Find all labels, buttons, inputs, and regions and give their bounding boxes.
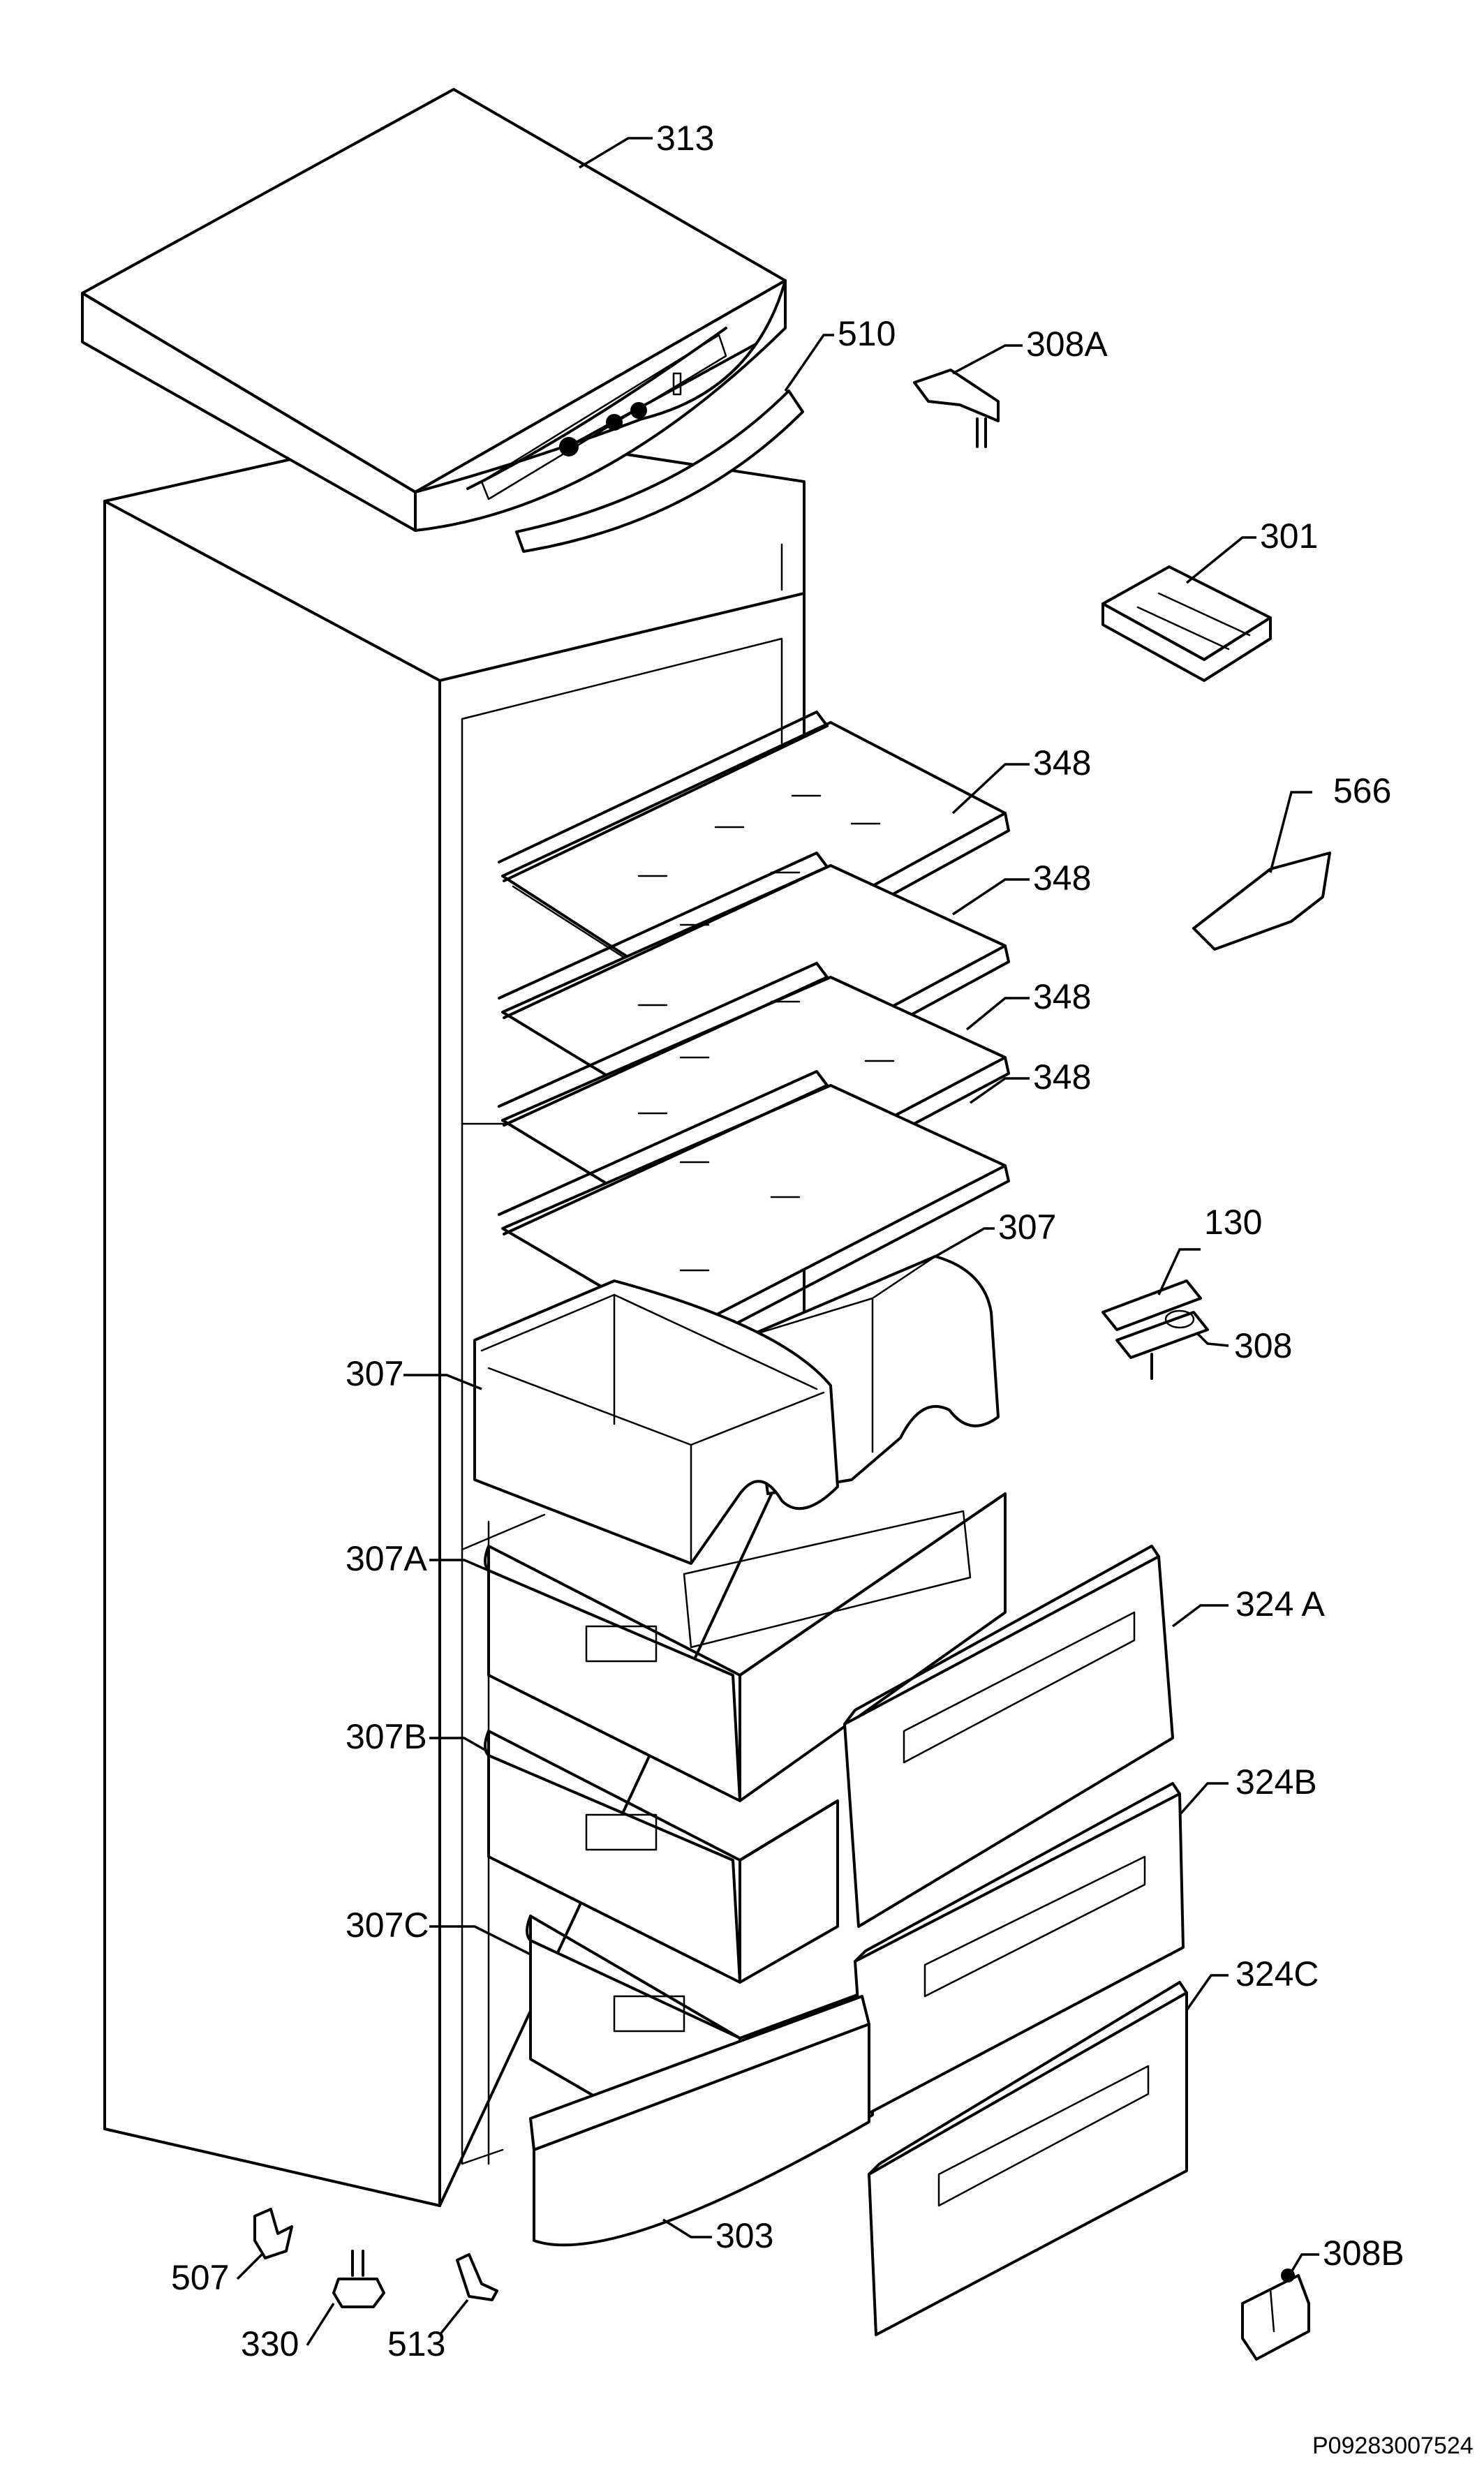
drawer-front-324C [868,1981,1188,2336]
label-513: 513 [387,2324,445,2363]
label-307-right: 307 [998,1208,1056,1247]
label-324B: 324B [1236,1762,1317,1802]
label-324C: 324C [1236,1954,1319,1993]
glass-reflection-marks [637,794,895,1272]
scraper-566 [1192,852,1331,951]
hinge-308B [1241,2268,1310,2361]
label-307B: 307B [346,1717,427,1756]
label-303: 303 [715,2216,773,2255]
ice-tray-301 [1101,565,1272,682]
bracket-513 [456,2253,498,2301]
label-130: 130 [1204,1203,1262,1242]
label-307-left: 307 [346,1354,403,1393]
drawer-307A [484,1492,1007,1802]
label-348-1: 348 [1033,743,1091,782]
drawer-fronts [843,1545,1188,2336]
label-348-2: 348 [1033,859,1091,898]
drawing-code: P09283007524 [1312,2433,1474,2459]
crisper-boxes [473,1255,1000,1565]
label-507: 507 [171,2258,229,2297]
crisper-307-left [473,1279,839,1565]
label-313: 313 [656,119,714,158]
top-cover [81,88,804,553]
hinge-308A [913,369,1000,448]
drawer-307B [484,1730,839,1984]
label-348-4: 348 [1033,1057,1091,1097]
label-348-3: 348 [1033,977,1091,1016]
label-330: 330 [241,2324,299,2363]
label-510: 510 [838,314,896,353]
clip-507 [253,2208,293,2259]
glass-shelves [498,711,1010,1349]
label-324A: 324 A [1236,1584,1326,1624]
label-308A: 308A [1026,325,1108,364]
foot-330 [332,2250,385,2308]
part-labels: 313 510 308A 301 348 566 348 348 348 307… [171,119,1404,2363]
hinge-130-308 [1101,1279,1209,1380]
label-307A: 307A [346,1539,427,1578]
leader-lines [236,137,1319,2346]
drawer-front-324A [843,1545,1174,1928]
label-566: 566 [1333,771,1391,810]
label-301: 301 [1260,517,1318,556]
label-308B: 308B [1323,2234,1404,2273]
label-308: 308 [1234,1326,1292,1365]
label-307C: 307C [346,1906,429,1945]
